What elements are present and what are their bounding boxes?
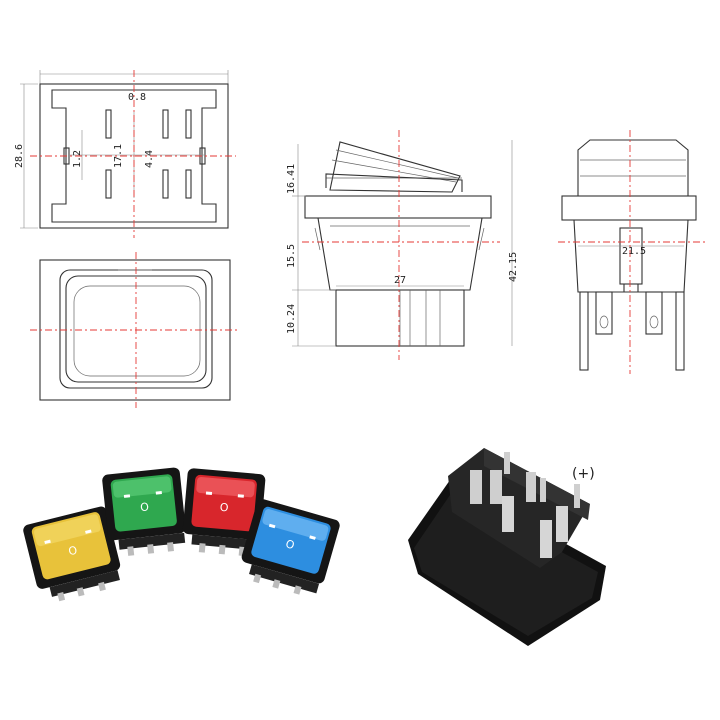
switch-terminals-photo: (+) — [408, 448, 606, 646]
dim-pin-height: 10.24 — [286, 304, 297, 334]
dim-body-height: 15.5 — [286, 244, 297, 268]
end-view-drawing: 21.5 — [558, 130, 706, 374]
dim-overall-height: 28.6 — [14, 144, 25, 168]
dim-body-width: 27 — [394, 275, 406, 286]
switch-blue: O — [241, 499, 340, 595]
polarity-label: (+) — [572, 466, 595, 482]
dim-pin-offset: 4.4 — [144, 150, 155, 168]
dim-rocker-height: 16.41 — [286, 164, 297, 194]
front-view-drawing — [30, 252, 240, 408]
dim-pin-pitch: 17.1 — [113, 144, 124, 168]
colored-switches-photo: O O O — [23, 467, 340, 602]
top-view-drawing: 0.8 28.6 1.2 17.1 4.4 — [14, 70, 236, 238]
dim-pin-gap: 1.2 — [72, 150, 83, 168]
blue-off-mark: O — [284, 537, 296, 552]
switch-green: O — [102, 467, 186, 556]
dim-total-height: 42.15 — [508, 252, 519, 282]
red-off-mark: O — [219, 501, 229, 515]
side-view-drawing: 16.41 15.5 10.24 27 42.15 — [286, 130, 519, 360]
yellow-off-mark: O — [67, 544, 79, 559]
switch-yellow: O — [23, 506, 121, 602]
dim-top-width: 0.8 — [128, 92, 146, 103]
green-off-mark: O — [140, 500, 150, 514]
switch-red: O — [182, 468, 266, 557]
dim-body-depth: 21.5 — [622, 246, 646, 257]
